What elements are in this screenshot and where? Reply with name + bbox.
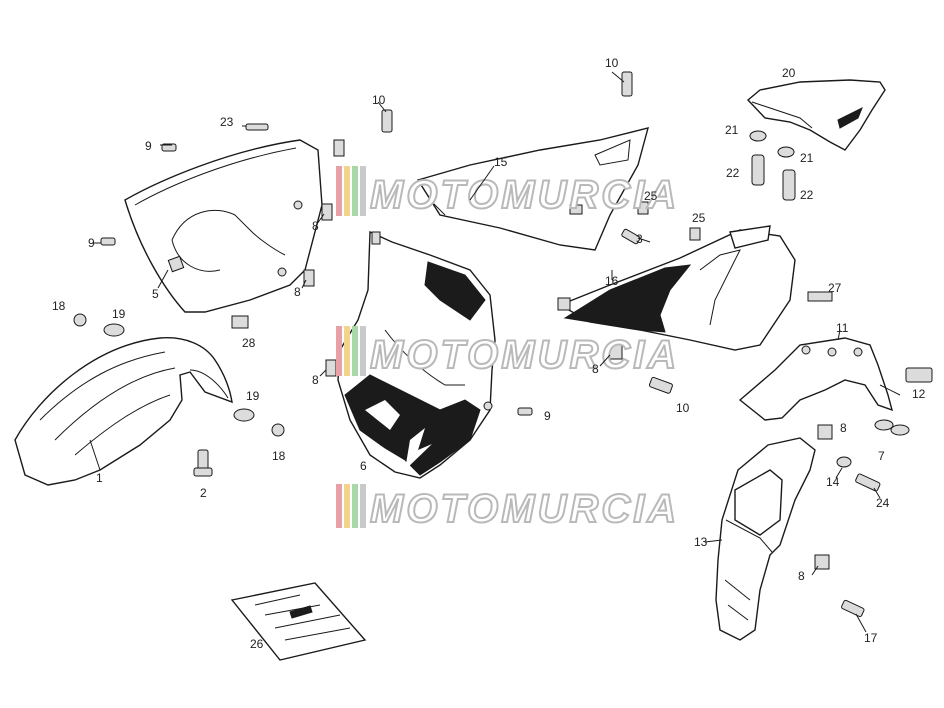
right-side-panel [557,225,796,351]
leader-lines [89,71,901,633]
rear-inner-mudguard [715,437,816,641]
callout-11: 11 [836,321,849,335]
callout-9: 9 [88,236,95,250]
left-side-panel [416,127,649,251]
callout-22: 22 [726,166,740,180]
left-radiator-shroud [124,139,323,313]
callout-21: 21 [800,151,814,165]
callout-28: 28 [242,336,256,350]
callout-10: 10 [605,56,619,70]
callout-18: 18 [272,449,286,463]
callout-2: 2 [200,486,207,500]
callout-6: 6 [360,459,367,473]
right-radiator-shroud [337,230,496,479]
watermark-text: MOTOMURCIA [370,487,679,531]
callout-19: 19 [246,389,260,403]
watermark-bottom: MOTOMURCIA [336,484,679,532]
callout-10: 10 [372,93,386,107]
callout-26: 26 [250,637,264,651]
callout-25: 25 [644,189,658,203]
rear-mudguard-bracket [738,337,894,421]
callout-8: 8 [312,219,319,233]
callout-13: 13 [694,535,708,549]
front-fender [14,337,233,486]
callout-3: 3 [636,232,643,246]
callout-15: 15 [494,155,508,169]
callout-25: 25 [692,211,706,225]
callout-21: 21 [725,123,739,137]
callout-16: 16 [605,274,619,288]
callout-20: 20 [782,66,796,80]
callout-14: 14 [826,475,840,489]
callout-7: 7 [878,449,885,463]
callout-5: 5 [152,287,159,301]
callout-9: 9 [145,139,152,153]
callout-17: 17 [864,631,878,645]
callout-8: 8 [592,362,599,376]
callout-22: 22 [800,188,814,202]
callout-18: 18 [52,299,66,313]
decal-sheet [230,582,367,661]
callout-19: 19 [112,307,126,321]
callout-1: 1 [96,471,103,485]
watermark-text: MOTOMURCIA [370,333,679,377]
watermark-middle: MOTOMURCIA [336,326,679,378]
callout-9: 9 [544,409,551,423]
callout-8: 8 [312,373,319,387]
callout-8: 8 [798,569,805,583]
callout-24: 24 [876,496,890,510]
callout-10: 10 [676,401,690,415]
callout-12: 12 [912,387,926,401]
tail-cowl [746,79,886,151]
callout-8: 8 [840,421,847,435]
hardware-items [73,71,933,618]
callout-labels: 1 2 3 5 6 7 8 8 8 8 8 8 9 9 9 10 10 10 1… [52,56,926,651]
callout-8: 8 [294,285,301,299]
callout-27: 27 [828,281,842,295]
callout-23: 23 [220,115,234,129]
watermark-top: MOTOMURCIA [336,166,679,218]
watermark-text: MOTOMURCIA [370,173,679,217]
